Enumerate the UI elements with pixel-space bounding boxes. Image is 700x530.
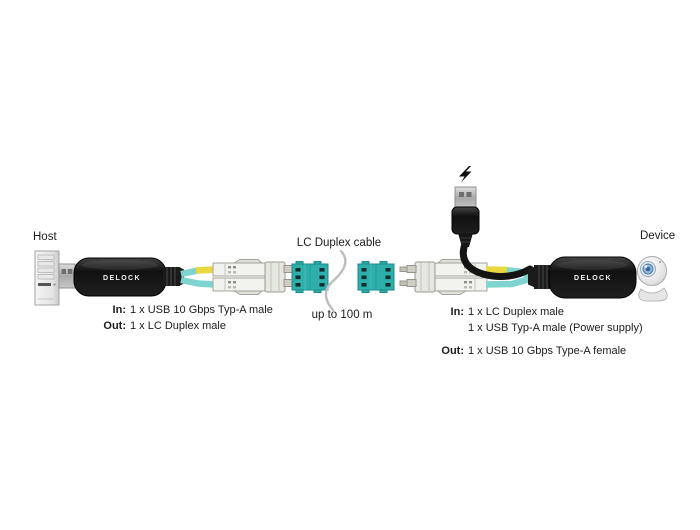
delock-logo-right: DELOCK — [574, 275, 612, 282]
right-spec-in-label-spacer — [436, 321, 464, 337]
computer-tower-icon — [34, 250, 60, 306]
left-end-spec: In: 1 x USB 10 Gbps Typ-A male Out: 1 x … — [98, 303, 273, 335]
usb-plug-left — [58, 263, 76, 289]
fiber-strands-left — [180, 266, 216, 288]
device-label: Device — [640, 230, 676, 242]
cable-type-label: LC Duplex cable — [296, 237, 382, 249]
cable-strain-relief-right — [528, 265, 551, 289]
left-spec-in-row: In: 1 x USB 10 Gbps Typ-A male — [98, 303, 273, 319]
adapter-body-left: DELOCK — [73, 257, 167, 297]
left-spec-out-row: Out: 1 x LC Duplex male — [98, 319, 273, 335]
right-spec-in-value-2: 1 x USB Typ-A male (Power supply) — [468, 321, 643, 334]
webcam-icon — [637, 256, 668, 302]
right-spec-out-value: 1 x USB 10 Gbps Type-A female — [468, 345, 627, 357]
usb-power-plug — [451, 186, 534, 280]
right-spec-out-label: Out: — [441, 345, 464, 357]
right-spec-in-row-2: 1 x USB Typ-A male (Power supply) — [436, 321, 643, 337]
right-spec-in-value-1: 1 x LC Duplex male — [468, 306, 564, 318]
lc-duplex-male-left — [212, 259, 301, 295]
left-spec-out-value: 1 x LC Duplex male — [130, 319, 226, 332]
left-spec-in-value: 1 x USB 10 Gbps Typ-A male — [130, 304, 273, 316]
max-distance-label: up to 100 m — [311, 309, 373, 321]
delock-logo-left: DELOCK — [103, 275, 141, 282]
left-spec-out-label: Out: — [103, 319, 126, 332]
lc-coupler-left — [291, 260, 329, 294]
right-end-spec: In: 1 x LC Duplex male 1 x USB Typ-A mal… — [436, 305, 643, 360]
lightning-bolt-icon — [459, 166, 472, 183]
right-spec-in-row: In: 1 x LC Duplex male — [436, 305, 643, 321]
lc-coupler-right — [357, 260, 395, 294]
cable-break-squiggle — [324, 249, 347, 312]
left-spec-in-label: In: — [112, 304, 126, 316]
adapter-body-right: DELOCK — [548, 256, 637, 299]
right-spec-out-row: Out: 1 x USB 10 Gbps Type-A female — [436, 344, 643, 360]
lc-duplex-male-right — [399, 259, 488, 295]
right-spec-in-label: In: — [450, 306, 464, 318]
host-label: Host — [33, 231, 57, 243]
